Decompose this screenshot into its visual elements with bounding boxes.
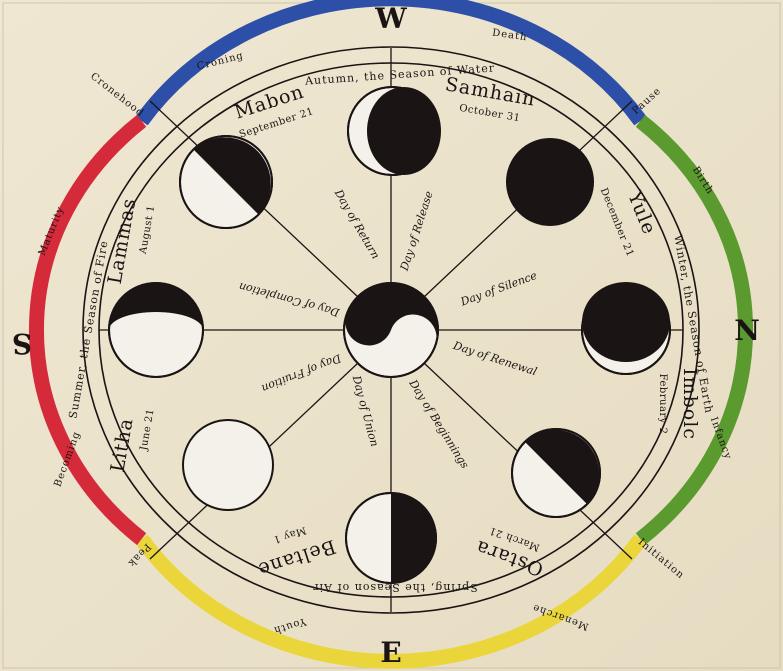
waxing-crescent-moon-icon — [512, 429, 600, 517]
sabbat-name: Imbolc — [679, 368, 701, 440]
last-quarter-moon-icon — [180, 136, 272, 228]
first-quarter-moon-icon — [346, 493, 436, 583]
new-moon-icon — [582, 282, 670, 374]
compass-south: S — [12, 327, 32, 360]
full-moon-icon — [183, 420, 273, 510]
waning-crescent-moon-icon — [348, 87, 441, 175]
compass-west: W — [374, 2, 407, 35]
gibbous-moon-icon — [109, 283, 203, 377]
compass-east: E — [380, 636, 401, 669]
new-moon-icon — [507, 139, 593, 225]
compass-north: N — [734, 314, 760, 347]
sabbat-date: February 2 — [657, 374, 668, 435]
